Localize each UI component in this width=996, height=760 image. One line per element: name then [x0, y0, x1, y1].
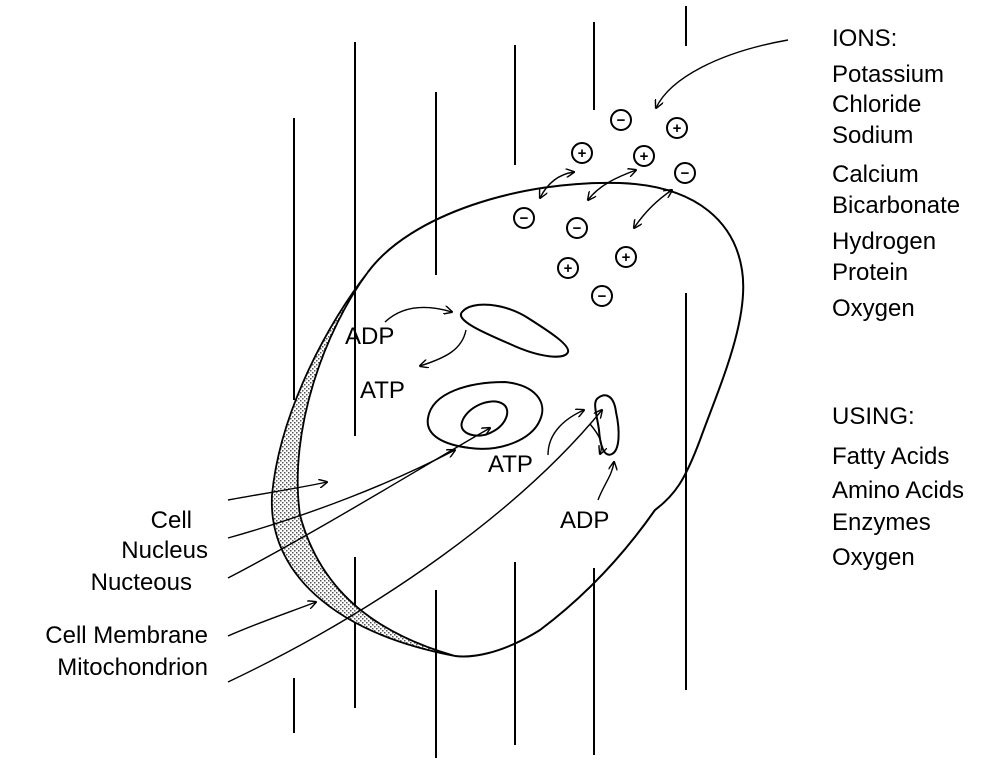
plus-sign-icon: +: [578, 145, 587, 162]
nucteous-label: Nucteous: [91, 569, 192, 596]
ions-heading: IONS:: [832, 25, 897, 52]
atp-label-upper: ATP: [360, 377, 405, 404]
part-labels: Cell Nucleus Nucteous Cell Membrane Mito…: [45, 507, 208, 681]
ion-item: Potassium: [832, 61, 944, 88]
mitochondrion-label: Mitochondrion: [57, 654, 208, 681]
ion-item: Bicarbonate: [832, 192, 960, 219]
ion-item: Hydrogen: [832, 228, 936, 255]
adp-label-upper: ADP: [345, 323, 394, 350]
minus-sign-icon: −: [598, 288, 607, 305]
using-item: Amino Acids: [832, 477, 964, 504]
nucleus: [428, 382, 543, 449]
atp-label-lower: ATP: [488, 451, 533, 478]
plus-sign-icon: +: [564, 260, 573, 277]
ion-item: Sodium: [832, 122, 913, 149]
mitochondrion-lower: [595, 395, 618, 454]
using-item: Oxygen: [832, 544, 915, 571]
minus-sign-icon: −: [573, 220, 582, 237]
using-item: Fatty Acids: [832, 443, 949, 470]
minus-sign-icon: −: [520, 210, 529, 227]
nucleus-label: Nucleus: [121, 537, 208, 564]
adp-label-lower: ADP: [560, 507, 609, 534]
mitochondrion-upper: [461, 305, 568, 357]
plus-sign-icon: +: [640, 148, 649, 165]
cell-label: Cell: [151, 507, 192, 534]
ion-cluster: − + + + − − − + + −: [514, 110, 695, 306]
using-heading: USING:: [832, 403, 915, 430]
ion-item: Oxygen: [832, 295, 915, 322]
using-panel: USING: Fatty Acids Amino Acids Enzymes O…: [832, 403, 964, 571]
plus-sign-icon: +: [622, 249, 631, 266]
ion-exchange-arrows: [540, 40, 788, 228]
minus-sign-icon: −: [617, 112, 626, 129]
ion-item: Chloride: [832, 91, 921, 118]
using-item: Enzymes: [832, 509, 931, 536]
ion-item: Calcium: [832, 161, 919, 188]
plus-sign-icon: +: [673, 120, 682, 137]
ion-item: Protein: [832, 259, 908, 286]
minus-sign-icon: −: [681, 165, 690, 182]
ions-panel: IONS: Potassium Chloride Sodium Calcium …: [832, 25, 960, 322]
cell-membrane-label: Cell Membrane: [45, 622, 208, 649]
